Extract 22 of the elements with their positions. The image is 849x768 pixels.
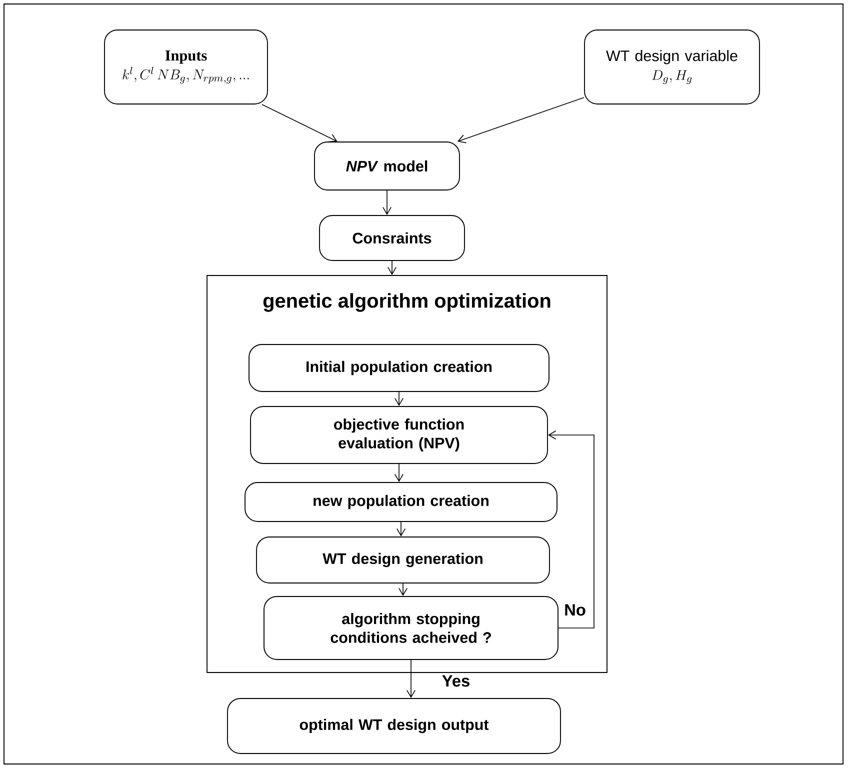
arrow [382, 190, 392, 216]
edge-label: No [562, 603, 588, 617]
arrow [394, 392, 404, 406]
arrow [457, 97, 584, 144]
process-box: WT design generation [256, 536, 550, 584]
arrow [262, 104, 338, 142]
arrow [406, 660, 416, 698]
process-box: optimal WT design output [227, 698, 561, 754]
process-box: Initial population creation [248, 344, 550, 392]
process-box: objective function evaluation (NPV) [250, 406, 548, 464]
edge-label: Yes [440, 674, 472, 688]
arrow [394, 464, 404, 482]
arrow [398, 583, 408, 596]
arrow [548, 430, 594, 628]
arrow [396, 522, 406, 537]
process-box: Consraints [319, 215, 465, 261]
arrow [388, 260, 397, 276]
process-box: algorithm stopping conditions acheived ? [264, 596, 558, 660]
process-box: WT design variable $D_{g}, H_{g}$ [584, 30, 760, 104]
process-box: Inputs $k^{l}, C^{l}\, NB_{g}, N_{rpm,g}, ...$ [104, 30, 268, 104]
process-box: new population creation [244, 482, 558, 522]
process-box: NPV model [314, 142, 460, 190]
